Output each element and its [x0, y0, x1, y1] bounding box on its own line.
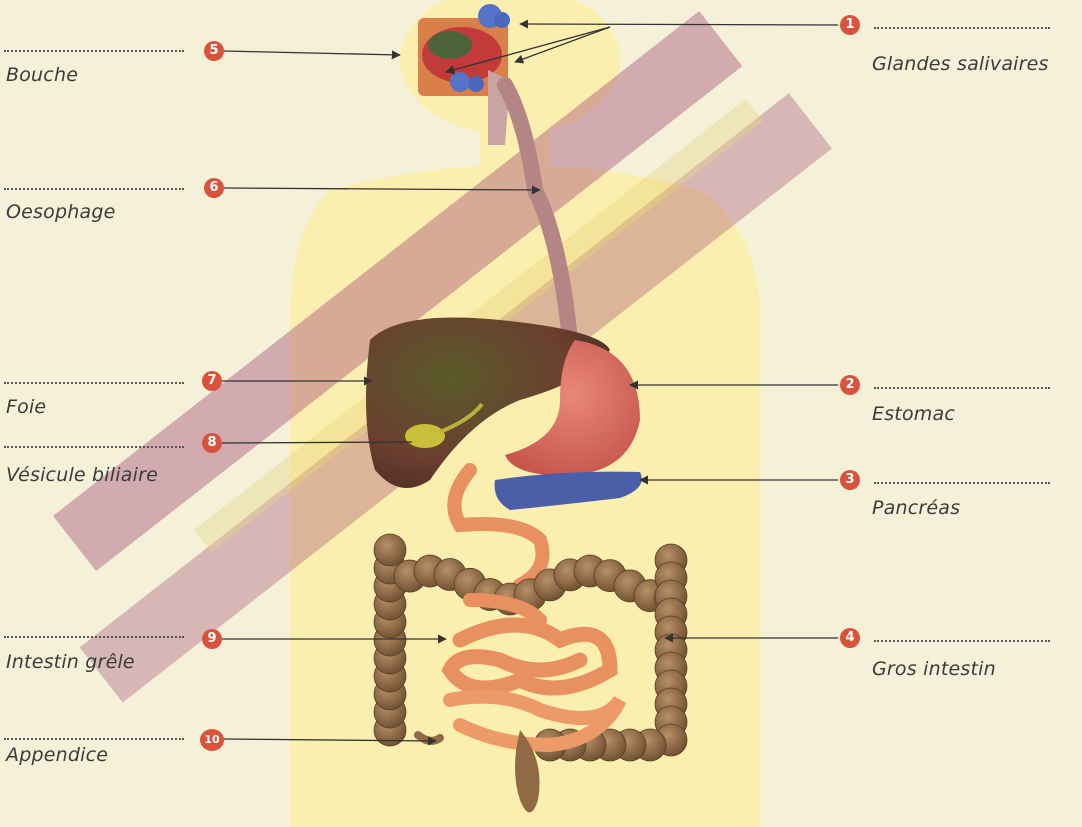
label-appendice: Appendice [6, 744, 108, 766]
marker-2: 2 [840, 375, 860, 395]
label-intestin-grele: Intestin grêle [6, 651, 135, 673]
oesophage-dotted-line [4, 188, 184, 190]
colon-segment [374, 534, 406, 566]
label-estomac: Estomac [872, 403, 955, 425]
marker-4: 4 [840, 628, 860, 648]
label-bouche: Bouche [6, 64, 78, 86]
gros-intestin-dotted-line [874, 640, 1050, 642]
label-pancreas: Pancréas [872, 497, 960, 519]
marker-1: 1 [840, 15, 860, 35]
marker-10: 10 [200, 729, 224, 751]
marker-6: 6 [204, 178, 224, 198]
glandes-dotted-line [874, 27, 1050, 29]
label-gros-intestin: Gros intestin [872, 658, 996, 680]
appendice-dotted-line [4, 738, 184, 740]
label-oesophage: Oesophage [6, 201, 115, 223]
marker-8: 8 [202, 433, 222, 453]
marker-3: 3 [840, 470, 860, 490]
pancreas-dotted-line [874, 482, 1050, 484]
marker-5: 5 [204, 41, 224, 61]
label-vesicule-biliaire: Vésicule biliaire [6, 464, 158, 486]
foie-dotted-line [4, 382, 184, 384]
marker-9: 9 [202, 629, 222, 649]
gallbladder-organ [405, 424, 445, 448]
intestin-grele-dotted-line [4, 636, 184, 638]
estomac-dotted-line [874, 387, 1050, 389]
label-glandes-salivaires: Glandes salivaires [872, 53, 1049, 75]
label-foie: Foie [6, 396, 46, 418]
vesicule-dotted-line [4, 446, 184, 448]
marker-7: 7 [202, 371, 222, 391]
bouche-dotted-line [4, 50, 184, 52]
